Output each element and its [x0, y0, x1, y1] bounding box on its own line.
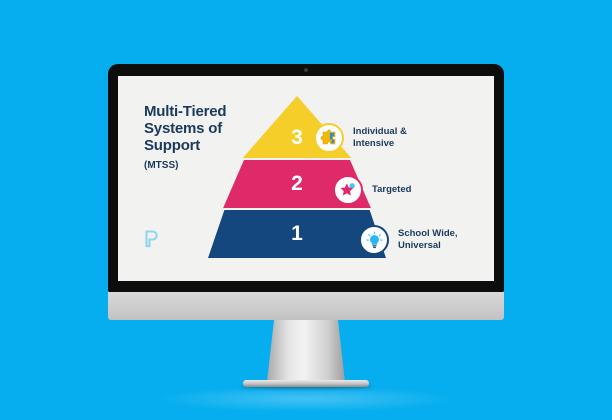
monitor-screen: Multi-Tiered Systems of Support (MTSS) 3: [118, 76, 494, 281]
page-subtitle: (MTSS): [144, 159, 179, 171]
puzzle-piece-icon: [314, 123, 344, 153]
tier-1-label: School Wide, Universal: [398, 228, 458, 251]
monitor-bezel: Multi-Tiered Systems of Support (MTSS) 3: [108, 64, 504, 292]
brand-logo-icon: [144, 230, 159, 248]
floor-glow: [156, 386, 456, 412]
tier-3-number: 3: [291, 126, 303, 149]
monitor-chin: [108, 292, 504, 320]
desktop-monitor: Multi-Tiered Systems of Support (MTSS) 3: [108, 64, 504, 412]
page-title: Multi-Tiered Systems of Support: [144, 103, 227, 154]
tier-3-callout: Individual & Intensive: [314, 123, 407, 153]
tier-1-callout: School Wide, Universal: [359, 225, 458, 255]
tier-2-label: Targeted: [372, 184, 412, 196]
presentation-slide: Multi-Tiered Systems of Support (MTSS) 3: [118, 76, 494, 281]
tier-2-number: 2: [291, 172, 303, 195]
stand-shadow: [240, 385, 372, 389]
pyramid-tier-1: 1: [208, 210, 386, 258]
slide-title-block: Multi-Tiered Systems of Support (MTSS): [144, 103, 269, 171]
webcam-icon: [304, 68, 308, 72]
monitor-stand-base: [243, 380, 369, 387]
star-icon: [333, 175, 363, 205]
tier-3-label: Individual & Intensive: [353, 126, 407, 149]
monitor-stand-neck: [267, 320, 345, 382]
tier-2-callout: Targeted: [333, 175, 411, 205]
lightbulb-icon: [359, 225, 389, 255]
tier-1-number: 1: [291, 222, 303, 245]
